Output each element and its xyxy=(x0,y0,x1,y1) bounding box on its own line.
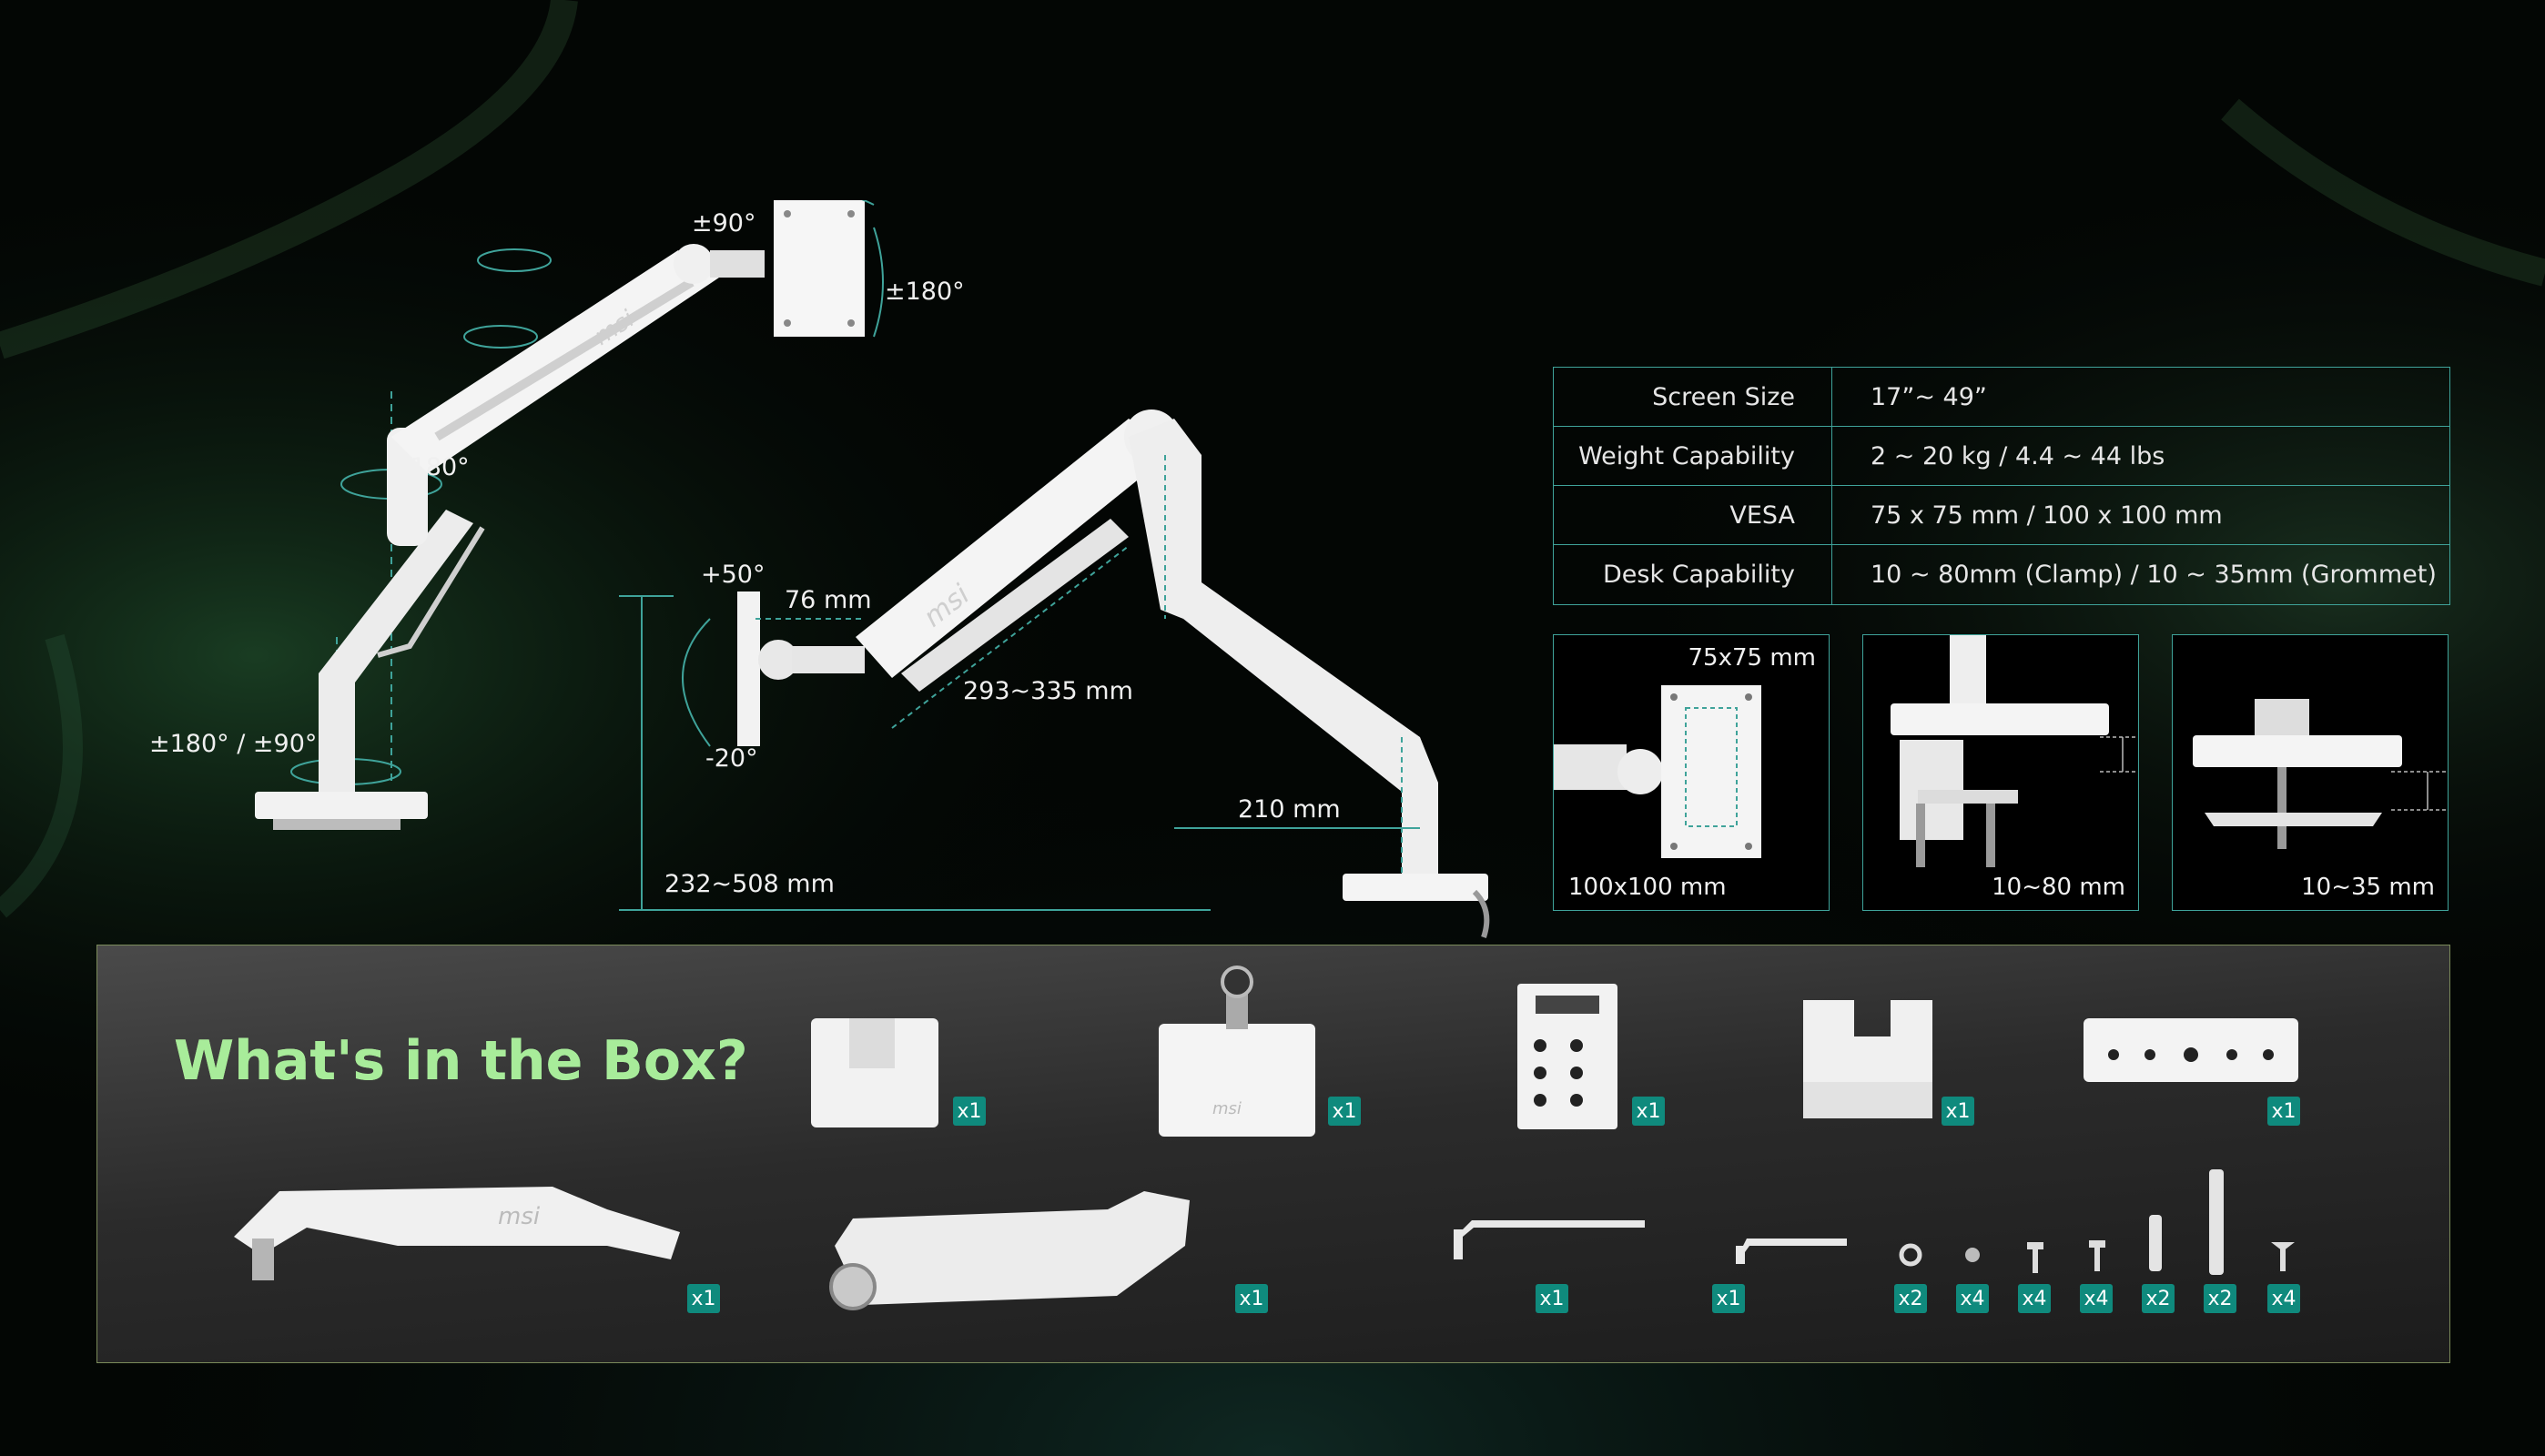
svg-text:msi: msi xyxy=(1212,1099,1242,1118)
panel-grommet-label: 10~35 mm xyxy=(2301,874,2435,901)
panel-clamp: 10~80 mm xyxy=(1862,634,2139,911)
spec-label-vesa: VESA xyxy=(1554,486,1832,545)
qty-badge: x2 xyxy=(1894,1284,1927,1313)
qty-badge: x1 xyxy=(1235,1284,1268,1313)
clamp-illustration xyxy=(1891,635,2136,867)
qty-badge: x2 xyxy=(2204,1284,2236,1313)
panel-vesa-large-label: 100x100 mm xyxy=(1568,874,1727,901)
label-height-range: 232~508 mm xyxy=(664,870,835,898)
label-tilt-down: -20° xyxy=(705,744,758,773)
label-arm-length: 293~335 mm xyxy=(963,677,1133,705)
svg-text:msi: msi xyxy=(498,1203,541,1230)
panel-grommet: 10~35 mm xyxy=(2172,634,2449,911)
panel-clamp-label: 10~80 mm xyxy=(1992,874,2125,901)
qty-badge: x4 xyxy=(2018,1284,2051,1313)
label-base-offset: 210 mm xyxy=(1238,795,1341,824)
arm-illustration-rotation: msi xyxy=(255,200,884,830)
qty-badge: x1 xyxy=(953,1097,986,1126)
qty-badge: x1 xyxy=(1942,1097,1974,1126)
spec-value-vesa: 75 x 75 mm / 100 x 100 mm xyxy=(1832,486,2449,545)
spec-label-screen-size: Screen Size xyxy=(1554,368,1832,427)
label-vesa-offset: 76 mm xyxy=(785,586,872,614)
qty-badge: x4 xyxy=(2080,1284,2113,1313)
label-top-tilt: ±90° xyxy=(692,209,756,238)
spec-value-desk: 10 ~ 80mm (Clamp) / 10 ~ 35mm (Grommet) xyxy=(1871,561,2437,589)
grommet-illustration xyxy=(2193,699,2446,849)
panel-vesa-small-label: 75x75 mm xyxy=(1688,644,1816,672)
whats-in-the-box: What's in the Box? msi msi xyxy=(96,945,2450,1363)
label-top-swivel: ±180° xyxy=(885,278,965,306)
arm-illustration-dimensions: msi xyxy=(619,410,1490,938)
qty-badge: x4 xyxy=(1956,1284,1989,1313)
panel-vesa: 75x75 mm 100x100 mm xyxy=(1553,634,1830,911)
spec-label-desk: Desk Capability xyxy=(1554,545,1832,604)
box-items-illustration: msi msi xyxy=(234,966,2298,1310)
qty-badge: x1 xyxy=(687,1284,720,1313)
qty-badge: x2 xyxy=(2142,1284,2175,1313)
spec-value-screen-size: 17”~ 49” xyxy=(1832,368,2449,427)
qty-badge: x1 xyxy=(1536,1284,1568,1313)
qty-badge: x1 xyxy=(1632,1097,1665,1126)
box-title: What's in the Box? xyxy=(174,1029,748,1093)
qty-badge: x1 xyxy=(2267,1097,2300,1126)
label-mid-swivel: ±180° xyxy=(390,453,470,481)
qty-badge: x4 xyxy=(2267,1284,2300,1313)
vesa-plate-illustration xyxy=(1554,685,1761,858)
spec-label-weight: Weight Capability xyxy=(1554,427,1832,486)
spec-value-weight: 2 ~ 20 kg / 4.4 ~ 44 lbs xyxy=(1832,427,2449,486)
label-tilt-up: +50° xyxy=(701,561,766,589)
label-base-swivel: ±180° / ±90° xyxy=(149,730,318,758)
spec-table: Screen Size 17”~ 49” Weight Capability 2… xyxy=(1553,367,2450,605)
qty-badge: x1 xyxy=(1712,1284,1745,1313)
qty-badge: x1 xyxy=(1328,1097,1361,1126)
